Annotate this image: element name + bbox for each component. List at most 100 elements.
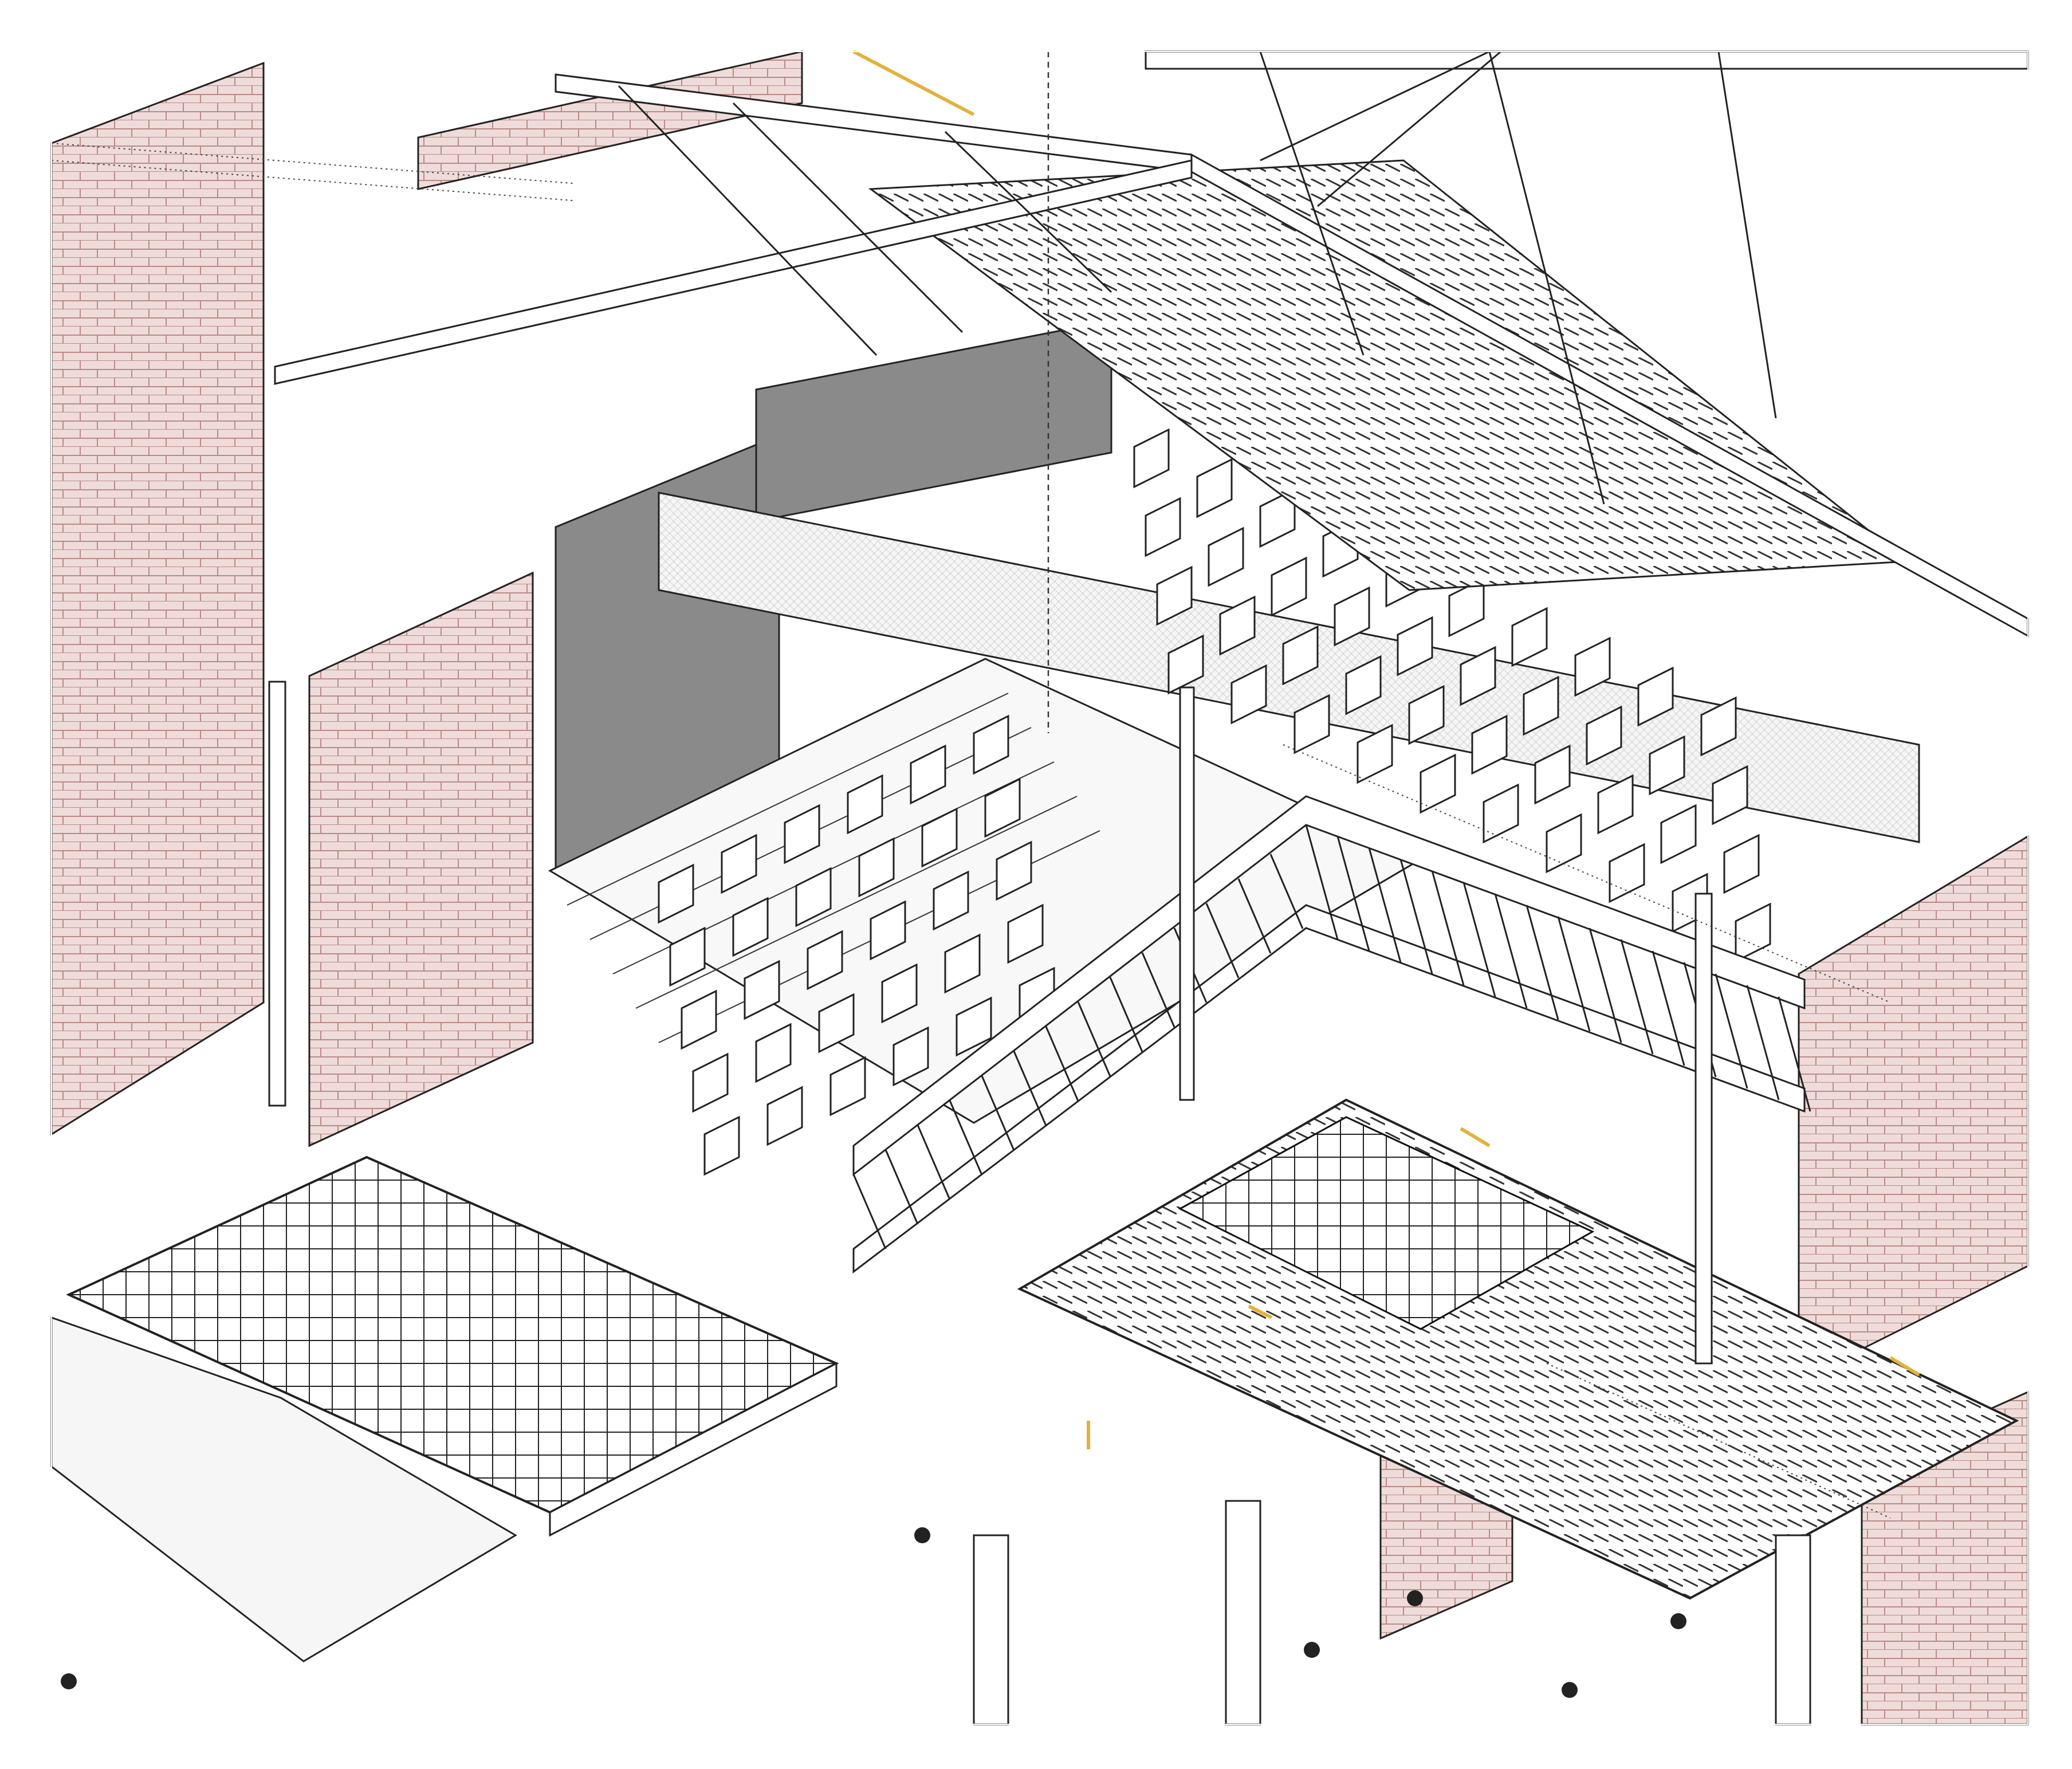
left-pier-wall [308, 571, 534, 1147]
truss-diagonal [1237, 878, 1272, 954]
seat [881, 963, 918, 1024]
seating-rows [658, 428, 1771, 1176]
seat [910, 744, 946, 805]
seat [1007, 903, 1044, 964]
column-lower-left [973, 1534, 1009, 1725]
truss-diagonal [1746, 985, 1780, 1100]
column-right [1694, 893, 1713, 1365]
column-lower-center [1225, 1500, 1261, 1725]
seat [847, 774, 883, 835]
truss-diagonal [1557, 916, 1591, 1032]
seat [784, 804, 820, 864]
seat [1460, 646, 1496, 706]
seat [1145, 497, 1181, 557]
seat [1546, 813, 1582, 874]
roof-truss-rafter [274, 159, 1193, 385]
seat [766, 1086, 803, 1146]
seat [1219, 595, 1256, 656]
seat [1723, 834, 1760, 894]
truss-diagonal [1269, 854, 1304, 929]
seat [1649, 735, 1685, 796]
right-brick-wall [1798, 835, 2029, 1382]
seat [795, 867, 832, 927]
truss-diagonal [1778, 996, 1811, 1112]
seat [1408, 685, 1445, 745]
seat [721, 834, 757, 894]
seat [956, 996, 992, 1057]
truss-bottom-chord [852, 904, 1806, 1274]
seat [1597, 774, 1634, 835]
truss-diagonal [1715, 973, 1748, 1089]
seat [658, 863, 694, 924]
seat [1609, 843, 1645, 903]
column-lower-right [1775, 1534, 1811, 1725]
seat [933, 870, 969, 931]
floor-drains [61, 1527, 1686, 1698]
top-parapet-brick [417, 50, 803, 190]
roof-trusses [274, 50, 2029, 638]
seat [681, 989, 717, 1050]
seat [1483, 783, 1519, 844]
seat [818, 993, 855, 1053]
seat [944, 933, 981, 994]
seat [1293, 694, 1330, 754]
truss-diagonal [1589, 927, 1622, 1043]
truss-diagonal [917, 1125, 951, 1200]
seat [893, 1026, 929, 1087]
seat [807, 930, 843, 990]
seat [669, 926, 706, 987]
seat [1420, 753, 1456, 814]
truss-diagonal [1205, 903, 1240, 978]
seat [1271, 556, 1307, 617]
truss-diagonal [1620, 939, 1654, 1055]
truss-diagonal [1494, 893, 1528, 1009]
seat [1471, 714, 1508, 775]
left-brick-wall [50, 61, 265, 1136]
seat [1574, 636, 1611, 697]
drawing-frame [51, 51, 2028, 1725]
seat [829, 1056, 866, 1117]
roof-top-beam [1145, 50, 2029, 70]
seat [755, 1023, 792, 1083]
truss-diagonal [1013, 1051, 1047, 1126]
seat [870, 900, 906, 961]
truss-diagonal [981, 1075, 1015, 1151]
seat [692, 1052, 729, 1113]
seat [1660, 804, 1697, 864]
truss-diagonal [1431, 870, 1465, 986]
roof-diagonals [618, 50, 1777, 505]
yellow-accents [852, 50, 1920, 1449]
seat [858, 837, 895, 898]
seat [1133, 428, 1170, 489]
seat [1523, 675, 1559, 736]
truss-diagonal [1336, 836, 1370, 952]
seat [1230, 664, 1267, 725]
columns [268, 681, 1811, 1725]
seat [973, 714, 1009, 775]
truss-diagonal [1109, 977, 1143, 1052]
truss-diagonal [1045, 1026, 1079, 1102]
service-lines [51, 52, 1891, 1519]
seat [1196, 458, 1233, 518]
seat [1357, 724, 1393, 784]
truss-diagonal [1526, 905, 1559, 1020]
truss-diagonal [949, 1100, 983, 1176]
truss-diagonal [1077, 1001, 1111, 1077]
truss-diagonal [852, 1174, 887, 1249]
seat [1345, 655, 1382, 716]
seat [984, 777, 1021, 838]
seat [1282, 625, 1319, 686]
rebar-mesh [1178, 1116, 1595, 1330]
seat [1637, 666, 1674, 727]
seat [732, 897, 769, 957]
truss-diagonal [1305, 824, 1339, 940]
truss-diagonal [1141, 952, 1175, 1028]
column-left [268, 681, 286, 1107]
truss-diagonal [1652, 950, 1685, 1066]
truss-diagonal [1368, 847, 1402, 963]
seat [996, 840, 1032, 901]
seat [1208, 526, 1244, 587]
seat [1700, 696, 1737, 757]
seat [1511, 607, 1548, 667]
seat [1586, 705, 1622, 766]
